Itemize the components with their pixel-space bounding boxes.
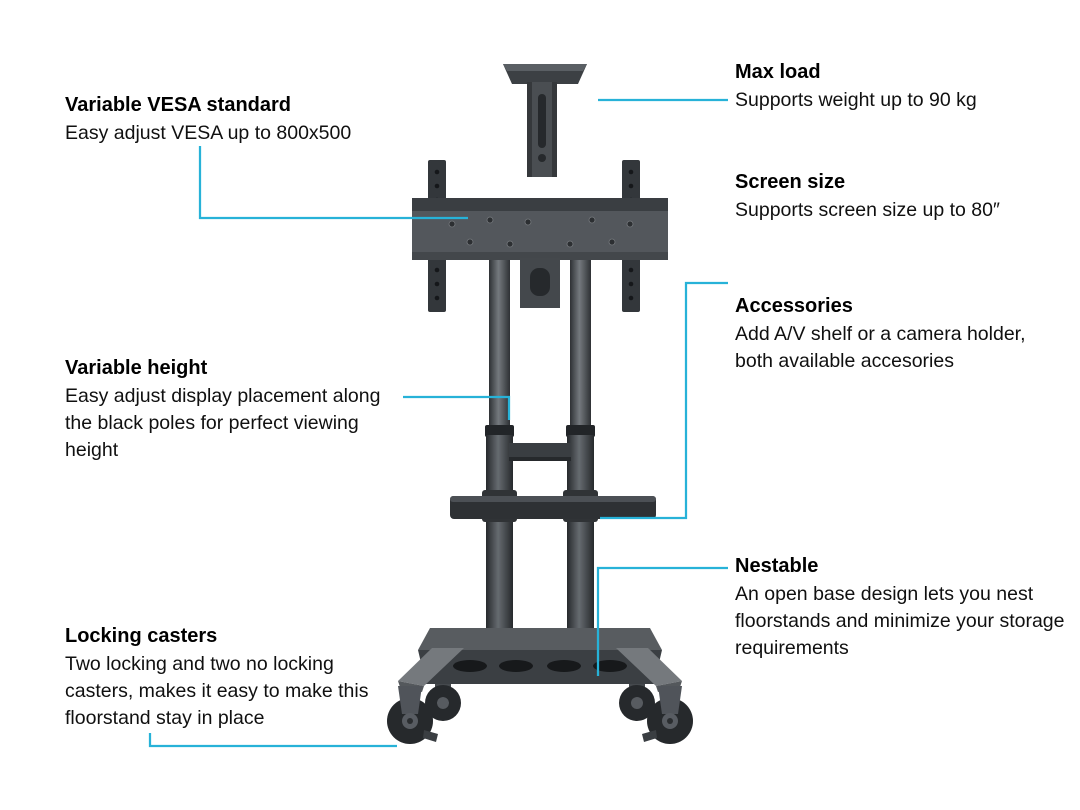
callout-line-vesa <box>198 146 468 220</box>
callout-title-variable-height: Variable height <box>65 357 208 379</box>
floor-stand <box>387 64 693 744</box>
callout-line-height <box>403 395 511 420</box>
callout-desc-accessories: Add A/V shelf or a camera holder, both a… <box>735 323 1026 372</box>
callout-title-variable-vesa: Variable VESA standard <box>65 94 292 116</box>
callout-title-screen-size: Screen size <box>735 171 846 193</box>
callout-accessories: Accessories Add A/V shelf or a camera ho… <box>735 293 1057 375</box>
callout-screen-size: Screen size Supports screen size up to 8… <box>735 169 1065 224</box>
callout-title-max-load: Max load <box>735 61 821 83</box>
center-column <box>520 258 560 308</box>
left-pole-lower <box>486 435 513 648</box>
callout-title-locking-casters: Locking casters <box>65 625 218 647</box>
callout-desc-variable-vesa: Easy adjust VESA up to 800x500 <box>65 122 352 144</box>
front-right-caster <box>642 686 693 744</box>
callout-title-nestable: Nestable <box>735 555 819 577</box>
callout-line-accessories <box>600 281 728 520</box>
callout-locking-casters: Locking casters Two locking and two no l… <box>65 623 377 732</box>
callout-max-load: Max load Supports weight up to 90 kg <box>735 59 1065 114</box>
av-shelf <box>450 490 656 522</box>
callout-variable-height: Variable height Easy adjust display plac… <box>65 355 411 464</box>
crossbar <box>509 443 571 461</box>
vesa-plate <box>412 198 668 260</box>
callout-desc-screen-size: Supports screen size up to 80″ <box>735 199 1000 221</box>
right-pole-upper <box>570 256 591 436</box>
base <box>418 628 662 684</box>
callout-line-casters <box>148 733 397 748</box>
callout-desc-max-load: Supports weight up to 90 kg <box>735 89 977 111</box>
callout-title-accessories: Accessories <box>735 295 853 317</box>
callout-variable-vesa: Variable VESA standard Easy adjust VESA … <box>65 92 395 147</box>
right-pole-lower <box>567 435 594 648</box>
callout-desc-variable-height: Easy adjust display placement along the … <box>65 385 381 461</box>
left-pole-upper <box>489 256 510 436</box>
camera-mount <box>503 64 587 177</box>
callout-desc-locking-casters: Two locking and two no locking casters, … <box>65 653 369 729</box>
callout-nestable: Nestable An open base design lets you ne… <box>735 553 1065 662</box>
rear-casters <box>425 676 655 721</box>
front-left-caster <box>387 686 438 744</box>
callout-desc-nestable: An open base design lets you nest floors… <box>735 583 1065 659</box>
callout-line-nestable <box>596 566 728 676</box>
callout-lines <box>148 98 728 748</box>
